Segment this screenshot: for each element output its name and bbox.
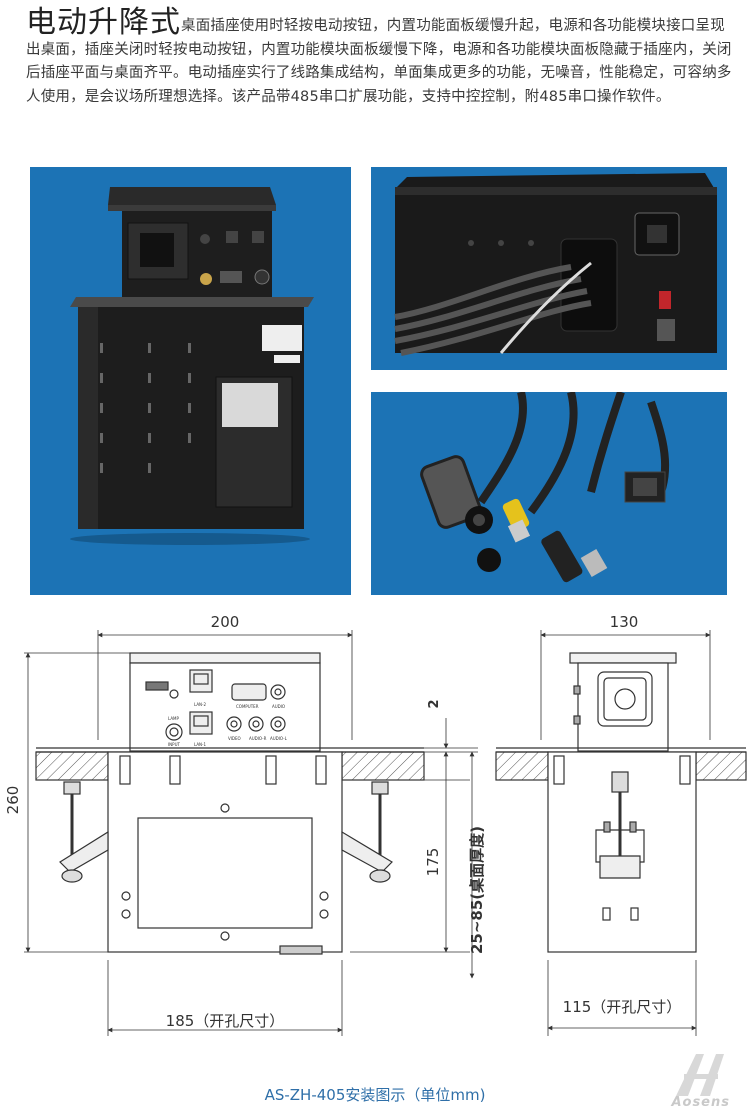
back-panel-photo <box>371 167 727 370</box>
installation-drawing: 200 260 2 175 25~85(桌面厚度) 185（开孔尺寸） LAN-… <box>0 600 750 1116</box>
product-description-body: 桌面插座使用时轻按电动按钮，内置功能面板缓慢升起，电源和各功能模块接口呈现出桌面… <box>26 18 732 105</box>
product-title: 电动升降式 <box>26 5 181 40</box>
cables-photo <box>371 392 727 595</box>
depth-label: 175 <box>424 848 442 877</box>
front-cutout-label: 185（开孔尺寸） <box>166 1012 285 1030</box>
panel-label-audio-l: AUDIO-L <box>270 736 288 741</box>
aosens-logo-text: Aosens <box>671 1095 730 1110</box>
panel-label-computer: COMPUTER <box>236 704 259 709</box>
panel-label-video: VIDEO <box>228 736 241 741</box>
side-view <box>495 630 747 1036</box>
aosens-logo-mark <box>676 1054 724 1096</box>
product-description: 电动升降式桌面插座使用时轻按电动按钮，内置功能面板缓慢升起，电源和各功能模块接口… <box>26 8 734 109</box>
product-photo <box>30 167 351 595</box>
panel-label-lan2: LAN-2 <box>194 702 206 707</box>
side-cutout-label: 115（开孔尺寸） <box>563 998 682 1016</box>
front-width-label: 200 <box>211 613 240 631</box>
drawing-caption: AS-ZH-405安装图示（单位mm) <box>264 1086 486 1104</box>
panel-label-lan1: LAN-1 <box>194 742 206 747</box>
panel-label-audio-r: AUDIO-R <box>249 736 267 741</box>
panel-label-input: INPUT <box>168 742 181 747</box>
side-width-label: 130 <box>610 613 639 631</box>
front-height-label: 260 <box>4 786 22 815</box>
front-view <box>24 630 478 1036</box>
desk-thickness-label: 25~85(桌面厚度) <box>468 826 486 954</box>
panel-label-lamp: LAMP <box>168 716 180 721</box>
lift-label: 2 <box>427 699 442 708</box>
panel-label-audio: AUDIO <box>272 704 285 709</box>
